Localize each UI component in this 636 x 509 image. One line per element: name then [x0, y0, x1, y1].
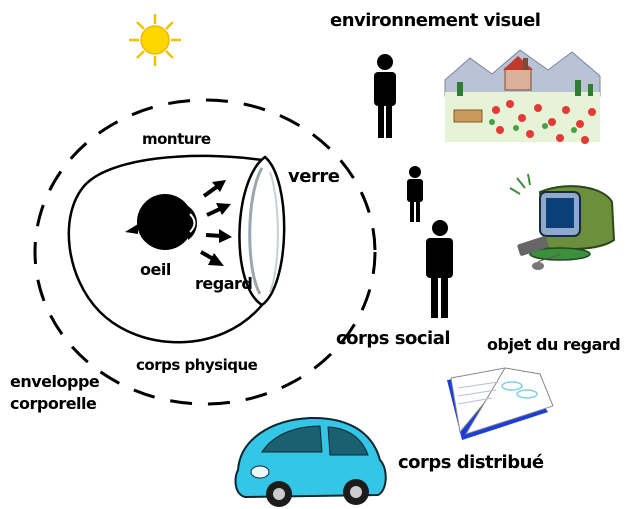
car-icon — [234, 416, 387, 507]
corps-physique-contour — [67, 154, 263, 344]
regard-arrows — [200, 180, 232, 266]
label-regard: regard — [195, 274, 253, 293]
person-icon — [407, 166, 423, 222]
landscape-icon — [444, 49, 601, 144]
label-enveloppe: enveloppe — [10, 372, 100, 391]
label-corps-distribue: corps distribué — [398, 452, 544, 473]
eye-icon — [125, 194, 197, 250]
label-environnement-visuel: environnement visuel — [330, 10, 541, 31]
label-verre: verre — [288, 166, 340, 187]
person-icon — [374, 54, 396, 138]
sun-icon — [129, 14, 181, 66]
enveloppe-boundary — [33, 98, 377, 406]
lens-icon — [238, 155, 286, 307]
label-monture: monture — [142, 130, 211, 148]
label-objet-du-regard: objet du regard — [487, 335, 621, 354]
label-corps-social: corps social — [336, 328, 451, 349]
label-corps-physique: corps physique — [136, 356, 258, 374]
person-icon — [426, 220, 453, 318]
label-oeil: oeil — [140, 260, 171, 279]
label-corporelle: corporelle — [10, 394, 97, 413]
book-icon — [447, 367, 554, 440]
computer-icon — [509, 173, 616, 270]
